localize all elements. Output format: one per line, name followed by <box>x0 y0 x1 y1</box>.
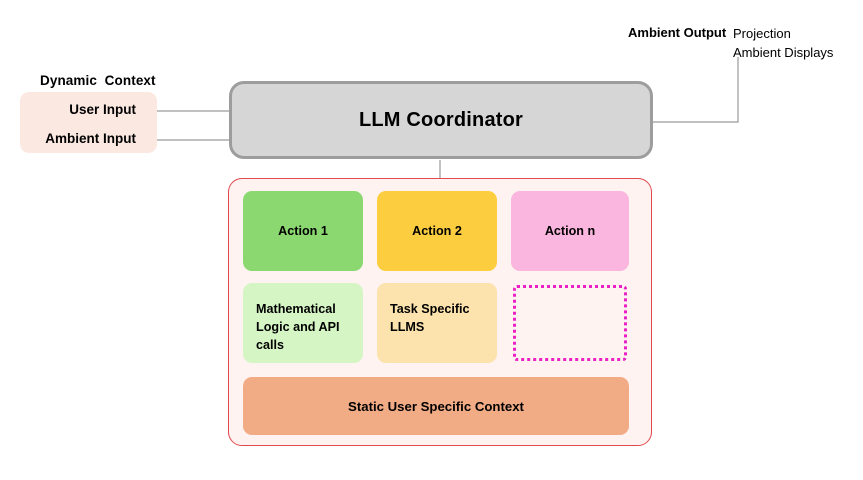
task-specific-llms-box[interactable]: Task Specific LLMS <box>377 283 497 363</box>
action-2-label: Action 2 <box>412 223 462 238</box>
input-item-user-input: User Input <box>69 102 136 117</box>
placeholder-slot-box[interactable] <box>513 285 627 361</box>
task-specific-llms-label: Task Specific LLMS <box>390 302 470 334</box>
action-n-label: Action n <box>544 223 596 238</box>
dynamic-context-box <box>20 92 157 153</box>
static-user-specific-context-box[interactable]: Static User Specific Context <box>243 377 629 435</box>
ambient-output-label: Ambient Output <box>628 25 727 40</box>
input-item-ambient-input: Ambient Input <box>45 131 136 146</box>
action-2-box[interactable]: Action 2 <box>377 191 497 271</box>
llm-coordinator-box[interactable]: LLM Coordinator <box>229 81 653 159</box>
static-user-specific-context-label: Static User Specific Context <box>348 398 524 414</box>
llm-coordinator-title: LLM Coordinator <box>358 108 524 131</box>
dynamic-context-label: Dynamic Context <box>40 73 156 88</box>
action-1-box[interactable]: Action 1 <box>243 191 363 271</box>
ambient-output-value-projection: Projection <box>733 26 791 41</box>
mathematical-logic-api-label: Mathematical Logic and API calls <box>256 302 340 352</box>
connector-ambient-output <box>653 57 739 123</box>
ambient-output-value-ambient-displays: Ambient Displays <box>733 45 834 60</box>
mathematical-logic-api-box[interactable]: Mathematical Logic and API calls <box>243 283 363 363</box>
action-n-box[interactable]: Action n <box>511 191 629 271</box>
ambient-output-values: Projection Ambient Displays <box>733 24 833 62</box>
action-1-label: Action 1 <box>278 223 328 238</box>
